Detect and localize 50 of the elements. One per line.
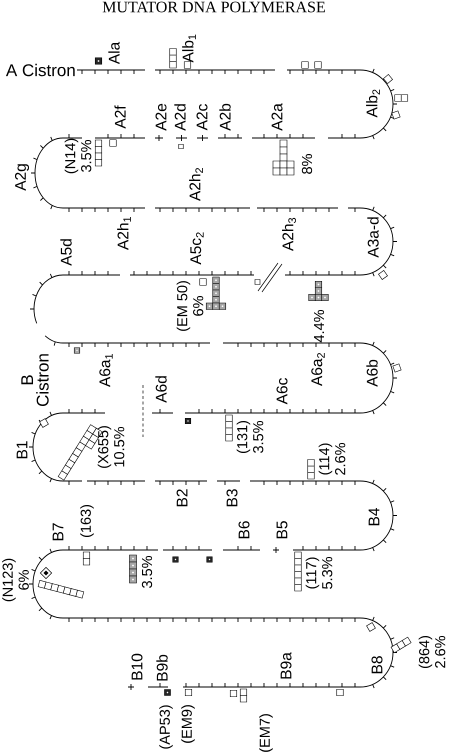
site-label: A6a$_{2}$ <box>311 352 325 386</box>
site-label: A2c <box>196 104 208 130</box>
site-label: A2h$_{1}$ <box>117 216 131 250</box>
cistron-label: A Cistron <box>6 64 75 76</box>
site-label: B9a <box>280 652 292 678</box>
site-label: A2e <box>156 104 166 131</box>
site-label: A6a$_{1}$ <box>99 354 113 388</box>
mutant-label: (EM7) <box>259 714 273 752</box>
site-label: Alb$_{2}$ <box>366 90 380 118</box>
site-label: A3a-d <box>367 217 379 258</box>
mutant-label: (EM 50) 6% <box>176 281 204 331</box>
site-label: B8 <box>372 656 382 674</box>
site-label: A5c$_{2}$ <box>190 232 204 265</box>
site-label: A6d <box>155 376 167 403</box>
mutant-label: (131) 3.5% <box>236 420 264 454</box>
site-label: B9b <box>156 654 168 680</box>
mutant-label: (117) 5.3% <box>306 556 332 589</box>
site-label: B3 <box>226 489 238 506</box>
mutant-label: (114) 2.6% <box>318 442 346 475</box>
site-label: A2h$_{3}$ <box>282 218 296 252</box>
site-label: A6b <box>366 360 378 387</box>
site-label: B4 <box>368 508 380 526</box>
mutant-label: (163) <box>80 504 94 538</box>
site-label: B7 <box>52 523 64 540</box>
site-label: A2a <box>272 103 282 131</box>
mutant-label: (864) 2.6% <box>418 636 446 668</box>
mutant-label: (N123) 6% <box>2 558 29 602</box>
site-label: A5d <box>60 239 72 266</box>
mutant-label: 4.4% <box>314 310 324 342</box>
site-label: A6c <box>276 378 288 404</box>
mutant-label: (N14) 3.5% <box>64 138 92 174</box>
site-label: A2h$_{2}$ <box>189 168 203 202</box>
site-label: A2g <box>14 164 30 191</box>
site-label: B6 <box>238 521 250 538</box>
site-label: A2f <box>114 105 126 129</box>
mutant-label: (EM9) <box>181 705 195 743</box>
site-label: A2d <box>174 104 186 131</box>
site-label: B5 <box>276 521 288 538</box>
site-label: B1 <box>16 441 28 458</box>
mutant-label: 3.5% <box>142 556 152 588</box>
cistron-label: B Cistron <box>21 354 49 406</box>
site-label: Ala <box>108 42 120 64</box>
site-label: A2b <box>219 104 231 131</box>
site-label: B2 <box>176 489 188 506</box>
mutant-label: (X655) 10.5% <box>98 426 124 468</box>
mutant-label: 8% <box>302 154 312 174</box>
site-label: Alb$_{1}$ <box>182 34 196 62</box>
site-label: B10 <box>132 654 142 680</box>
page-header: MUTATOR DNA POLYMERASE <box>102 2 325 12</box>
mutant-label: (AP53) <box>159 705 173 749</box>
